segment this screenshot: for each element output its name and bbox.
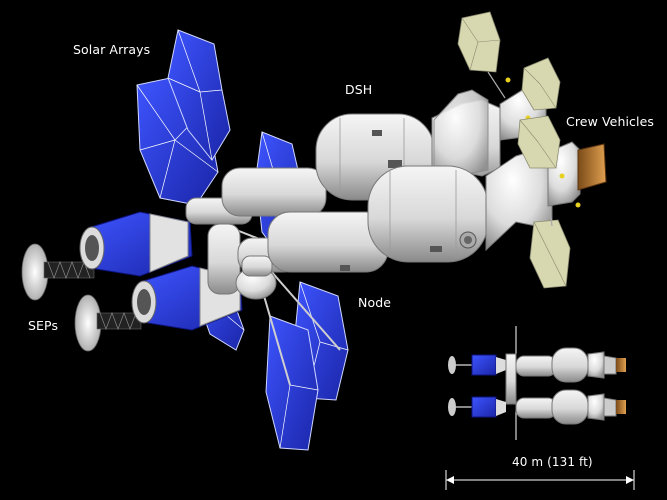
crew-vehicle-upper: [457, 11, 561, 141]
label-crew-vehicles: Crew Vehicles: [566, 114, 654, 129]
scale-inset: [448, 326, 626, 440]
scale-bar-label: 40 m (131 ft): [512, 455, 593, 469]
crew-vehicle-lower: [517, 115, 607, 289]
solar-array-upper-center: [167, 29, 231, 161]
label-dsh: DSH: [345, 82, 373, 97]
label-node: Node: [358, 295, 392, 310]
scale-bar: [445, 470, 635, 490]
label-seps: SEPs: [28, 318, 59, 333]
sep-lower: [74, 294, 142, 352]
label-solar-arrays: Solar Arrays: [73, 42, 151, 57]
propulsion-module-upper: [79, 211, 193, 277]
sep-upper: [21, 243, 95, 301]
dsh-module-upper: [221, 89, 501, 217]
